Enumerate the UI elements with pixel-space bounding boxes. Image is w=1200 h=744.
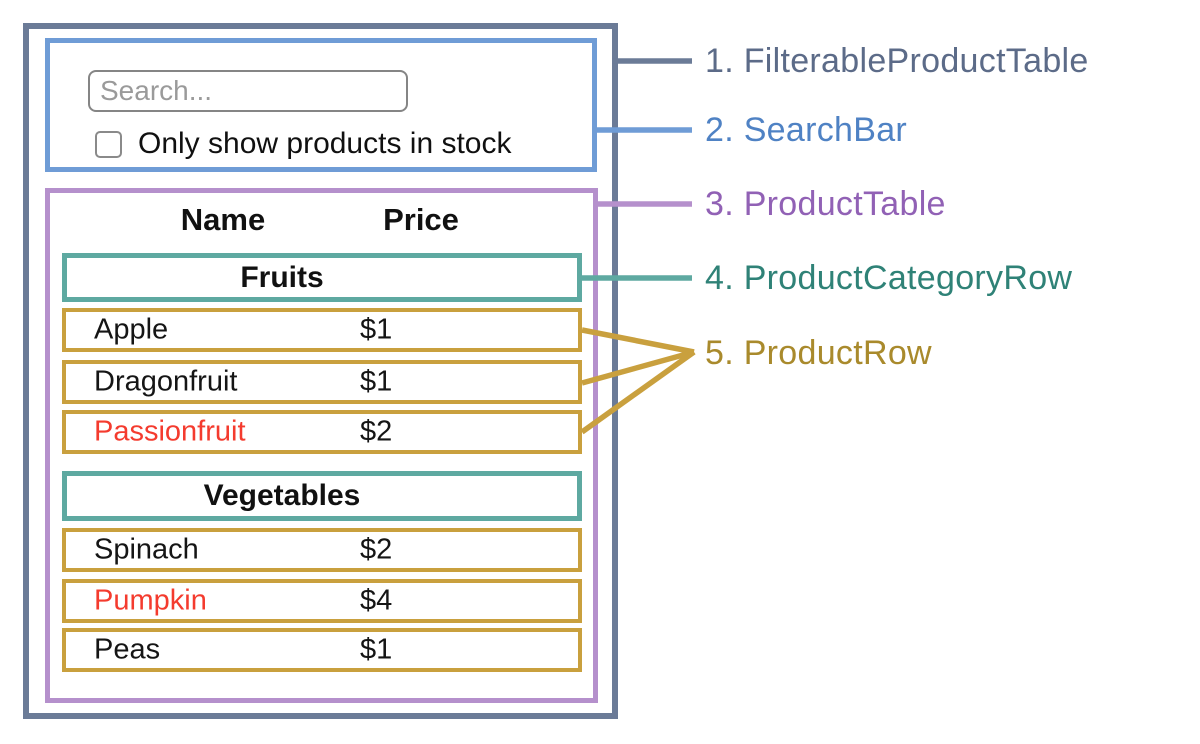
product-row-pumpkin: Pumpkin $4 — [62, 579, 582, 623]
product-name-cell-out-of-stock: Pumpkin — [94, 584, 207, 617]
product-price-cell: $1 — [360, 633, 393, 666]
column-header-price: Price — [383, 202, 459, 237]
product-name-cell: Spinach — [94, 533, 199, 566]
product-table-box: Name Price Fruits Apple $1 Dragonfruit $… — [45, 188, 598, 703]
search-bar-box: Only show products in stock — [45, 38, 597, 172]
legend-product-category-row: 4. ProductCategoryRow — [705, 259, 1073, 297]
table-header-row: Name Price — [62, 196, 582, 244]
product-price-cell: $2 — [360, 415, 393, 448]
filterable-product-table-box: Only show products in stock Name Price F… — [23, 23, 618, 719]
column-header-name: Name — [180, 202, 266, 237]
product-name-cell: Apple — [94, 313, 169, 346]
in-stock-filter: Only show products in stock — [95, 127, 512, 161]
product-row-passionfruit: Passionfruit $2 — [62, 410, 582, 454]
legend-product-table: 3. ProductTable — [705, 185, 946, 223]
category-label: Fruits — [240, 260, 324, 294]
product-category-row-vegetables: Vegetables — [62, 471, 582, 521]
product-price-cell: $2 — [360, 533, 393, 566]
product-row-apple: Apple $1 — [62, 308, 582, 352]
legend-filterable-product-table: 1. FilterableProductTable — [705, 42, 1089, 80]
product-name-cell: Peas — [94, 633, 161, 666]
product-row-dragonfruit: Dragonfruit $1 — [62, 360, 582, 404]
product-category-row-fruits: Fruits — [62, 253, 582, 302]
product-row-spinach: Spinach $2 — [62, 528, 582, 572]
category-label: Vegetables — [203, 479, 361, 512]
product-price-cell: $1 — [360, 313, 393, 346]
product-name-cell-out-of-stock: Passionfruit — [94, 415, 246, 448]
legend-product-row: 5. ProductRow — [705, 334, 932, 372]
product-price-cell: $1 — [360, 365, 393, 398]
in-stock-checkbox-label: Only show products in stock — [138, 127, 512, 160]
product-name-cell: Dragonfruit — [94, 365, 238, 398]
product-price-cell: $4 — [360, 584, 393, 617]
legend-search-bar: 2. SearchBar — [705, 111, 908, 149]
product-row-peas: Peas $1 — [62, 628, 582, 672]
in-stock-checkbox[interactable] — [95, 130, 122, 158]
search-input[interactable] — [88, 70, 408, 112]
